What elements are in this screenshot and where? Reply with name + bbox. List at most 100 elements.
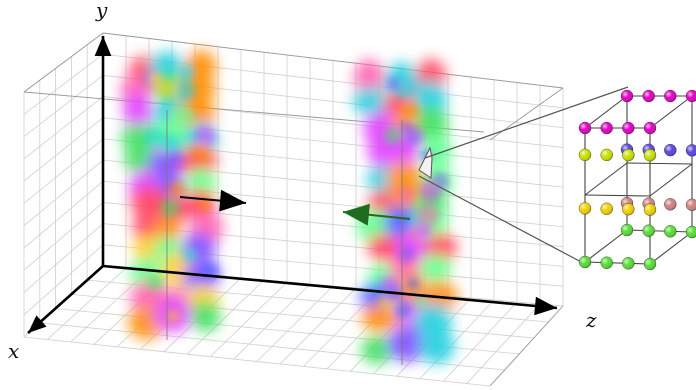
wall-color-blob bbox=[183, 247, 198, 263]
floor-grid-line bbox=[233, 283, 311, 360]
wall-color-blob bbox=[354, 59, 385, 97]
lattice-edge bbox=[584, 95, 628, 129]
spin-ball-shading bbox=[579, 122, 591, 134]
wall-color-blob bbox=[353, 87, 388, 116]
wall-color-blob bbox=[160, 197, 181, 218]
wall-color-blob bbox=[397, 185, 415, 204]
y-axis-label: y bbox=[96, 0, 108, 22]
wall-color-blob bbox=[407, 277, 420, 290]
spin-ball-shading bbox=[644, 122, 656, 134]
spin-ball-shading bbox=[664, 225, 677, 238]
wall-color-blob bbox=[153, 214, 182, 246]
floor-grid-line bbox=[256, 285, 334, 362]
wall-color-blob bbox=[148, 72, 162, 86]
spin-ball-shading bbox=[664, 144, 677, 157]
wall-color-blob bbox=[147, 274, 163, 291]
wall-color-blob bbox=[123, 92, 152, 131]
wall-color-blob bbox=[403, 102, 419, 118]
wall-color-blob bbox=[387, 326, 428, 362]
left-grid-line bbox=[23, 117, 104, 182]
wall-color-blob bbox=[386, 76, 401, 92]
wall-blur-layer bbox=[120, 50, 224, 340]
lattice-edge bbox=[584, 162, 628, 196]
wall-color-blob bbox=[414, 295, 427, 309]
wall-color-blob bbox=[156, 78, 176, 99]
arrow-left-head bbox=[343, 203, 370, 226]
wall-detail-layer bbox=[378, 76, 449, 319]
spin-ball-shading bbox=[579, 148, 591, 161]
lattice-edge bbox=[584, 229, 628, 263]
wall-color-blob bbox=[194, 125, 216, 147]
spin-ball-shading bbox=[644, 258, 656, 270]
spin-ball-shading bbox=[600, 122, 613, 134]
left-grid-line bbox=[23, 96, 104, 160]
wall-color-blob bbox=[168, 180, 187, 199]
spin-ball-shading bbox=[642, 224, 655, 237]
wall-color-blob bbox=[360, 335, 394, 365]
spin-ball-shading bbox=[622, 257, 635, 270]
axes bbox=[27, 36, 558, 334]
left-grid-line bbox=[23, 223, 104, 293]
wall-color-blob bbox=[417, 203, 440, 226]
zoom-line-top bbox=[424, 86, 629, 159]
floor-grid-line bbox=[39, 322, 505, 371]
floor-grid-line bbox=[210, 281, 288, 357]
left-grid-line bbox=[23, 75, 104, 137]
wall-color-blob bbox=[166, 309, 180, 323]
wall-color-blob bbox=[416, 222, 433, 238]
floor-grid-line bbox=[280, 287, 357, 365]
wall-color-blob bbox=[422, 280, 458, 311]
spin-ball-shading bbox=[622, 203, 635, 216]
spin-ball-shading bbox=[622, 122, 635, 134]
zoom-callout-lines bbox=[418, 86, 629, 265]
floor-grid-line bbox=[419, 299, 495, 379]
spin-ball-shading bbox=[664, 90, 677, 102]
box-edge bbox=[23, 32, 104, 93]
lattice-edge bbox=[584, 194, 651, 197]
box-edge bbox=[489, 305, 564, 387]
spin-ball-shading bbox=[600, 202, 613, 215]
z-axis-label: z bbox=[586, 308, 597, 332]
x-axis-label: x bbox=[8, 339, 20, 363]
left-grid-line bbox=[23, 138, 104, 204]
z-axis-head bbox=[534, 296, 557, 316]
left-grid-line bbox=[23, 53, 104, 115]
spin-ball-shading bbox=[686, 90, 696, 102]
spin-ball-shading bbox=[621, 224, 633, 236]
lattice-edge bbox=[649, 231, 693, 265]
lattice-edge bbox=[626, 229, 693, 233]
wall-detail-layer bbox=[143, 64, 219, 323]
lattice-edge bbox=[649, 95, 693, 129]
box-edge bbox=[102, 32, 564, 89]
domain-wall-left bbox=[120, 50, 224, 340]
wall-color-blob bbox=[168, 150, 183, 166]
domain-wall-right bbox=[353, 59, 458, 365]
wall-motion-arrow-right bbox=[179, 189, 247, 212]
wall-color-blob bbox=[190, 300, 221, 332]
wall-color-blob bbox=[367, 234, 402, 261]
floor-grid-line bbox=[47, 267, 127, 340]
spin-ball-shading bbox=[622, 149, 635, 162]
spin-ball-shading bbox=[600, 148, 613, 161]
arrow-right-head bbox=[219, 189, 246, 212]
wall-color-blob bbox=[174, 79, 196, 102]
y-axis-head bbox=[94, 36, 112, 56]
left-grid-line bbox=[23, 180, 104, 249]
spin-ball-shading bbox=[644, 203, 656, 216]
floor-grid-line bbox=[186, 279, 265, 355]
left-grid-plane bbox=[23, 32, 104, 338]
wall-motion-arrow-left bbox=[342, 203, 411, 226]
spin-ball-shading bbox=[579, 202, 591, 215]
floor-grid-line bbox=[443, 301, 518, 382]
spin-lattice-inset bbox=[578, 89, 696, 271]
wall-color-blob bbox=[178, 64, 195, 81]
wall-color-blob bbox=[197, 197, 212, 212]
spin-ball-shading bbox=[664, 198, 677, 211]
left-grid-line bbox=[23, 244, 104, 316]
lattice-edge bbox=[584, 261, 651, 265]
wall-color-blob bbox=[170, 104, 192, 126]
spin-ball-shading bbox=[600, 256, 613, 269]
zoom-line-bottom bbox=[418, 175, 586, 265]
spin-ball-shading bbox=[579, 256, 591, 268]
